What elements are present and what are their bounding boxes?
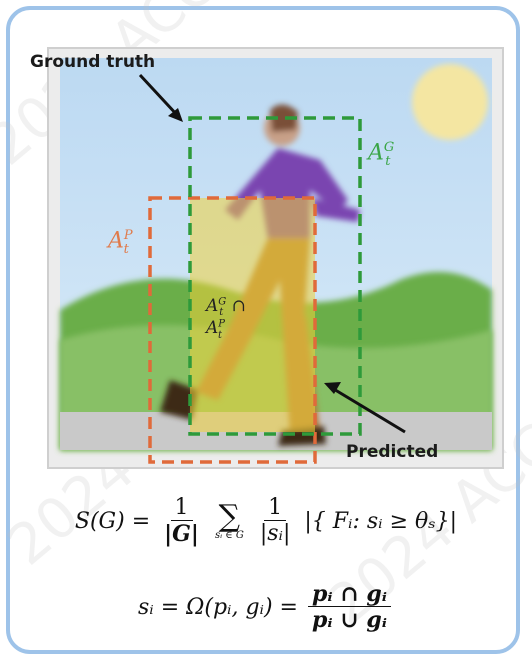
sun bbox=[412, 64, 488, 140]
formula1-rhs: |{ Fᵢ: sᵢ ≥ θₛ}| bbox=[304, 509, 457, 534]
summation: ∑ sᵢ ∈ G bbox=[215, 503, 244, 541]
iou-formula: sᵢ = Ω(pᵢ, gᵢ) = pᵢ ∩ gᵢ pᵢ ∪ gᵢ bbox=[0, 582, 532, 634]
scene-illustration bbox=[20, 40, 512, 480]
ground-truth-area-label: AGt bbox=[368, 140, 391, 169]
formula1-lhs: S(G) = bbox=[75, 509, 150, 534]
score-formula: S(G) = 1 |G| ∑ sᵢ ∈ G 1 |sᵢ| |{ Fᵢ: sᵢ ≥… bbox=[0, 496, 532, 548]
formula1-frac1: 1 |G| bbox=[160, 496, 203, 548]
intersection-label: AGt ∩ APt bbox=[206, 296, 270, 341]
predicted-label: Predicted bbox=[346, 442, 438, 462]
formula2-lhs: sᵢ = Ω(pᵢ, gᵢ) = bbox=[138, 595, 298, 620]
formula2-frac: pᵢ ∩ gᵢ pᵢ ∪ gᵢ bbox=[308, 582, 391, 634]
formula1-frac2: 1 |sᵢ| bbox=[256, 496, 295, 548]
ground-truth-label: Ground truth bbox=[30, 52, 155, 72]
predicted-area-label: APt bbox=[108, 228, 129, 257]
